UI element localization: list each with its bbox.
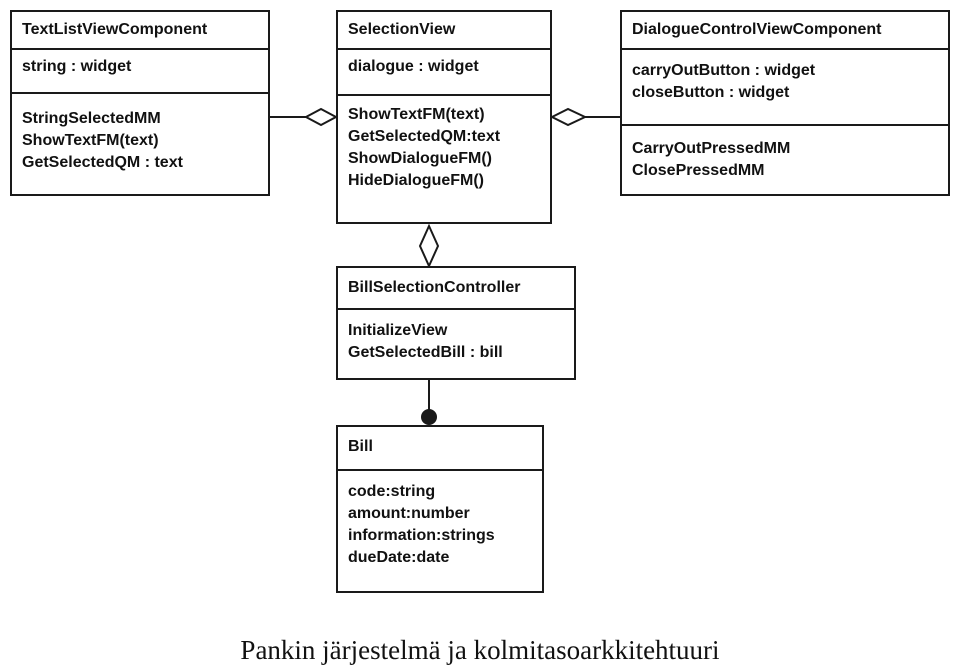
attribute-row: code:string — [348, 483, 436, 500]
attributes-section: code:string amount:number information:st… — [338, 469, 542, 573]
attribute-row: information:strings — [348, 527, 495, 544]
operation-row: InitializeView — [348, 322, 448, 339]
operation-row: ClosePressedMM — [632, 162, 765, 179]
class-name: Bill — [348, 438, 373, 455]
class-bill: Bill code:string amount:number informati… — [336, 425, 544, 593]
class-name: SelectionView — [348, 21, 456, 38]
attributes-section: string : widget — [12, 48, 268, 92]
class-billselectioncontroller: BillSelectionController InitializeView G… — [336, 266, 576, 380]
attribute-row: carryOutButton : widget — [632, 62, 816, 79]
operations-section: StringSelectedMM ShowTextFM(text) GetSel… — [12, 92, 268, 178]
operation-row: ShowTextFM(text) — [348, 106, 485, 123]
attributes-section: dialogue : widget — [338, 48, 550, 94]
operations-section: CarryOutPressedMM ClosePressedMM — [622, 124, 948, 186]
operation-row: HideDialogueFM() — [348, 172, 484, 189]
composition-dot-icon — [421, 409, 437, 425]
operation-row: GetSelectedQM : text — [22, 154, 183, 171]
attribute-row: closeButton : widget — [632, 84, 790, 101]
class-dialoguecontrolviewcomponent: DialogueControlViewComponent carryOutBut… — [620, 10, 950, 196]
figure-caption: Pankin järjestelmä ja kolmitasoarkkiteht… — [240, 635, 720, 665]
operation-row: GetSelectedBill : bill — [348, 344, 503, 361]
attribute-row: amount:number — [348, 505, 470, 522]
aggregation-diamond-icon — [418, 223, 440, 269]
class-diagram — [270, 107, 620, 425]
class-name: DialogueControlViewComponent — [632, 21, 882, 38]
operations-section: InitializeView GetSelectedBill : bill — [338, 308, 574, 368]
aggregation-diamond-icon — [549, 107, 588, 127]
operation-row: ShowTextFM(text) — [22, 132, 159, 149]
operation-row: CarryOutPressedMM — [632, 140, 791, 157]
operation-row: GetSelectedQM:text — [348, 128, 501, 145]
operation-row: ShowDialogueFM() — [348, 150, 492, 167]
attribute-row: string : widget — [22, 58, 132, 75]
class-selectionview: SelectionView dialogue : widget ShowText… — [336, 10, 552, 224]
operations-section: ShowTextFM(text) GetSelectedQM:text Show… — [338, 94, 550, 196]
attribute-row: dialogue : widget — [348, 58, 479, 75]
attributes-section: carryOutButton : widget closeButton : wi… — [622, 48, 948, 124]
attribute-row: dueDate:date — [348, 549, 450, 566]
aggregation-diamond-icon — [303, 107, 339, 127]
class-name: BillSelectionController — [348, 279, 521, 296]
class-textlistviewcomponent: TextListViewComponent string : widget St… — [10, 10, 270, 196]
class-name: TextListViewComponent — [22, 21, 208, 38]
operation-row: StringSelectedMM — [22, 110, 161, 127]
